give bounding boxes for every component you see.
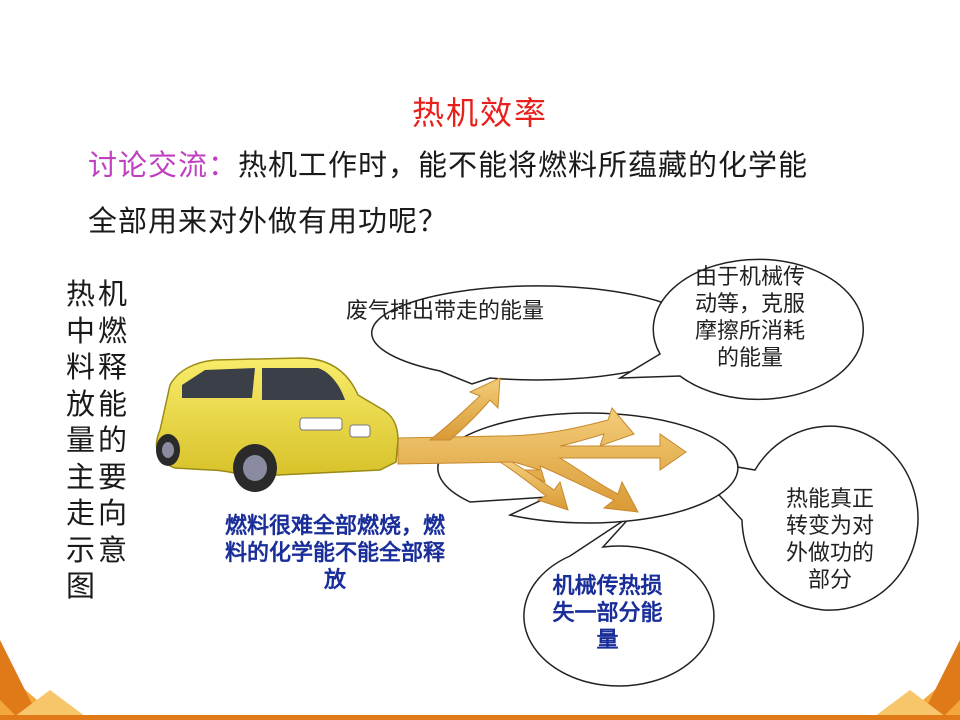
- bubble-text-exhaust: 废气排出带走的能量: [345, 299, 544, 324]
- discussion-question-line1: 讨论交流：热机工作时，能不能将燃料所蕴藏的化学能: [88, 142, 808, 184]
- bubble-heat-loss: [523, 514, 715, 687]
- bubble-text-useful: 热能真正转变为对外做功的部分: [785, 487, 874, 593]
- discussion-question-line2: 全部用来对外做有用功呢？: [88, 204, 449, 238]
- bubble-text-heat-loss: 机械传热损失一部分能量: [552, 574, 663, 653]
- corner-decoration-left: [0, 640, 90, 720]
- bubble-exhaust: [371, 285, 703, 385]
- corner-decoration-right: [870, 640, 960, 720]
- page-title: 热机效率: [411, 94, 548, 132]
- bubble-friction: [617, 258, 864, 401]
- car-illustration: [155, 357, 399, 492]
- discussion-question-text: 热机工作时，能不能将燃料所蕴藏的化学能: [238, 148, 809, 182]
- bottom-bar: [0, 715, 960, 720]
- bubble-useful: [682, 425, 919, 611]
- discussion-lead: 讨论交流：: [88, 148, 239, 182]
- bubble-text-incomplete: 燃料很难全部燃烧，燃料的化学能不能全部释放: [224, 514, 445, 593]
- bubble-text-friction: 由于机械传动等，克服摩擦所消耗的能量: [694, 265, 805, 371]
- diagram-side-label: 热机中燃料释放能量的主要走向示意图: [66, 277, 131, 603]
- energy-arrows: [397, 377, 687, 513]
